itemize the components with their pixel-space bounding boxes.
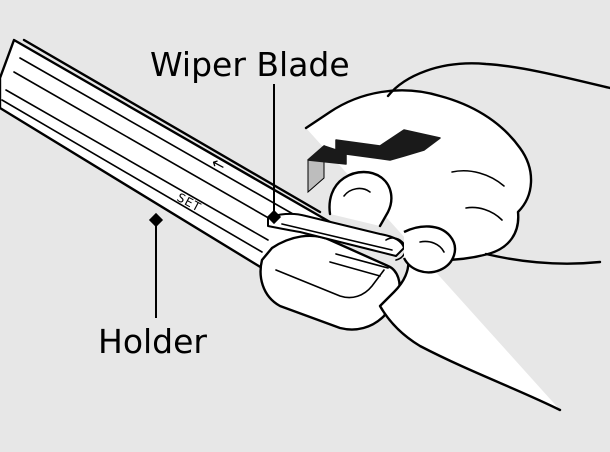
holder-end-cap — [259, 234, 401, 331]
hand-illustration — [304, 62, 610, 412]
holder-end-cap-slot — [329, 253, 389, 277]
holder-arm-rail-mid — [13, 71, 287, 229]
hand-thumb — [328, 170, 393, 228]
holder-arm-rail-lower — [5, 89, 269, 241]
direction-arrow-body — [307, 129, 441, 165]
wiper-blade-leader-marker — [266, 209, 282, 225]
hand-index-finger — [402, 225, 457, 274]
hand-knuckle-fold-1 — [451, 170, 505, 187]
hand-wrist-top — [386, 62, 610, 98]
wiper-blade-insert — [267, 212, 407, 261]
holder-leader-marker — [148, 212, 164, 228]
hand-knuckle-fold-2 — [465, 206, 503, 221]
holder-end-cap-inner-rim — [275, 269, 385, 299]
double-headed-arrow-icon — [307, 129, 441, 194]
wiper-blade-label: Wiper Blade — [150, 45, 350, 84]
holder-callout: Holder — [98, 212, 207, 361]
wiper-blade-callout: Wiper Blade — [150, 45, 350, 225]
hand-thumbnail — [343, 187, 371, 197]
holder-label: Holder — [98, 322, 207, 361]
hand-index-finger-crease — [419, 240, 445, 253]
holder-arm-rail-bottom — [1, 99, 263, 253]
holder-arm-rail-upper — [19, 57, 301, 219]
wiper-blade-edge-detail — [281, 223, 393, 251]
hand-forearm-bottom — [484, 252, 602, 265]
holder-arm-top-edge — [22, 38, 322, 214]
